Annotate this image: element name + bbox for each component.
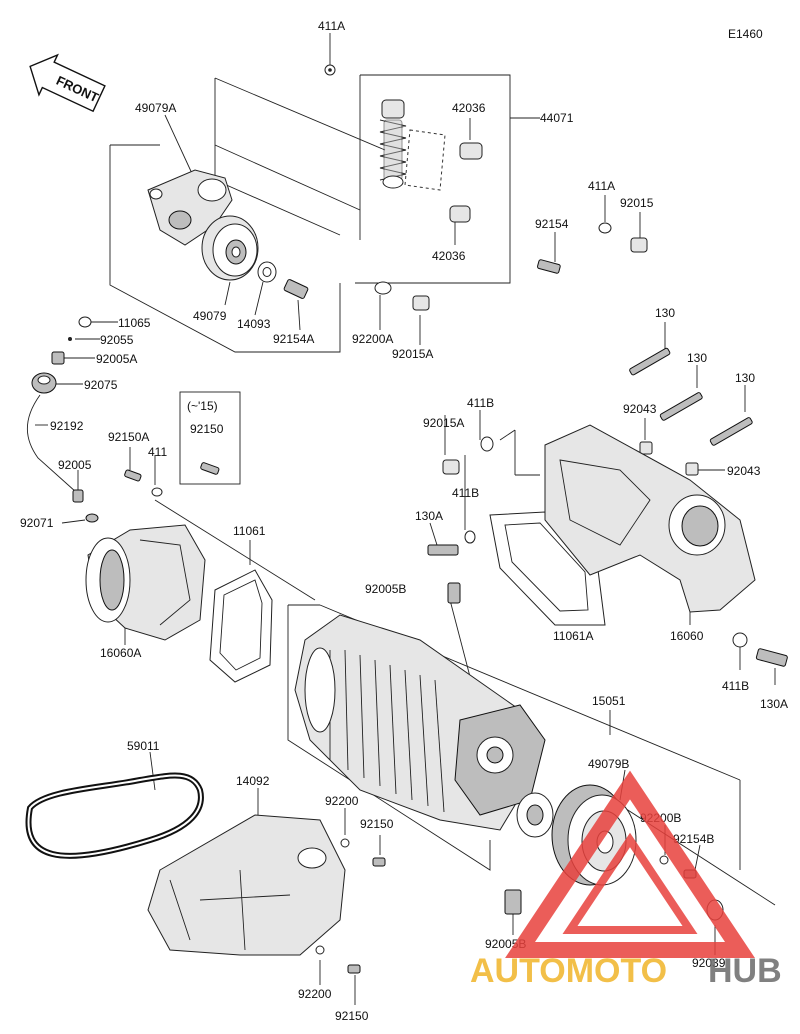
front-arrow-icon: FRONT [29, 53, 106, 113]
callout-14092: 14092 [236, 774, 270, 788]
callout-15051: 15051 [592, 694, 626, 708]
outlet-duct [427, 322, 788, 685]
callout-130A-a: 130A [415, 509, 443, 523]
callout-411A-right: 411A [588, 179, 615, 193]
callout-411B-c: 411B [722, 679, 749, 693]
callout-92154A: 92154A [273, 332, 314, 346]
callout-11065: 11065 [118, 316, 151, 330]
callout-49079: 49079 [193, 309, 227, 323]
diagram-code: E1460 [728, 27, 763, 41]
callout-labels: 411A 49079A 42036 44071 411A 92015 92154… [20, 19, 788, 1023]
callout-92055: 92055 [100, 333, 134, 347]
callout-92005B-top: 92005B [365, 582, 406, 596]
drive-belt [25, 751, 204, 859]
supercharger [287, 582, 776, 906]
callout-130-a: 130 [655, 306, 675, 320]
watermark-text-part2: HUB [708, 952, 782, 990]
callout-44071: 44071 [540, 111, 574, 125]
callout-49079B: 49079B [588, 757, 629, 771]
watermark-logo: AUTOMOTO HUB [470, 770, 782, 990]
tensioner-assembly [109, 33, 648, 353]
callout-16060A: 16060A [100, 646, 141, 660]
triangle-logo-icon [505, 770, 755, 958]
callout-92039: 92039 [692, 956, 726, 970]
callout-92150-b: 92150 [335, 1009, 369, 1023]
callout-92015: 92015 [620, 196, 654, 210]
callout-11061: 11061 [233, 524, 266, 538]
callout-42036-bottom: 42036 [432, 249, 466, 263]
callout-92150-box: 92150 [190, 422, 224, 436]
callout-92043-a: 92043 [623, 402, 657, 416]
callout-92005A: 92005A [96, 352, 137, 366]
belt-cover [147, 788, 386, 1005]
callout-411B-a: 411B [467, 396, 494, 410]
callout-130-b: 130 [687, 351, 707, 365]
callout-411-left: 411 [148, 445, 167, 459]
callout-92154: 92154 [535, 217, 569, 231]
callout-16060: 16060 [670, 629, 704, 643]
callout-92150A: 92150A [108, 430, 149, 444]
callout-11061A: 11061A [553, 629, 593, 643]
left-small-parts [27, 316, 241, 524]
callout-59011: 59011 [127, 739, 160, 753]
callout-130-c: 130 [735, 371, 755, 385]
callout-92200-b: 92200 [298, 987, 332, 1001]
callout-411A-top: 411A [318, 19, 345, 33]
callout-49079A: 49079A [135, 101, 176, 115]
inlet-duct [85, 499, 316, 683]
callout-411B-b: 411B [452, 486, 479, 500]
year-note: (~'15) [187, 399, 218, 413]
damper-spring [379, 99, 446, 191]
callout-92071: 92071 [20, 516, 54, 530]
callout-92192: 92192 [50, 419, 84, 433]
watermark-text-part1: AUTOMOTO [470, 952, 667, 990]
callout-92043-b: 92043 [727, 464, 761, 478]
callout-92154B: 92154B [673, 832, 714, 846]
callout-92200A: 92200A [352, 332, 393, 346]
callout-42036-top: 42036 [452, 101, 486, 115]
callout-92150-a: 92150 [360, 817, 394, 831]
callout-92075: 92075 [84, 378, 118, 392]
callout-92015A-top: 92015A [392, 347, 433, 361]
callout-92015A-mid: 92015A [423, 416, 464, 430]
callout-14093: 14093 [237, 317, 271, 331]
callout-92005: 92005 [58, 458, 92, 472]
callout-92200-a: 92200 [325, 794, 359, 808]
callout-130A-b: 130A [760, 697, 788, 711]
